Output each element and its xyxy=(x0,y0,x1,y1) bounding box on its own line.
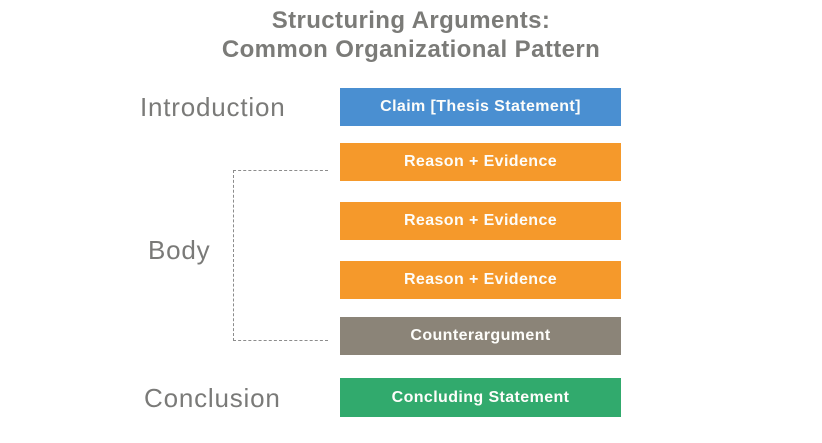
page-title-line2: Common Organizational Pattern xyxy=(221,36,601,63)
counterargument-bar: Counterargument xyxy=(340,317,621,355)
section-label-introduction: Introduction xyxy=(140,92,286,122)
reason-evidence-bar-1: Reason + Evidence xyxy=(340,143,621,181)
body-section-bracket xyxy=(233,170,328,341)
section-label-conclusion: Conclusion xyxy=(144,383,281,413)
claim-thesis-bar: Claim [Thesis Statement] xyxy=(340,88,621,126)
page-title-line1: Structuring Arguments: xyxy=(271,7,551,34)
reason-evidence-bar-2: Reason + Evidence xyxy=(340,202,621,240)
reason-evidence-bar-3: Reason + Evidence xyxy=(340,261,621,299)
concluding-statement-bar: Concluding Statement xyxy=(340,378,621,417)
section-label-body: Body xyxy=(148,235,211,265)
page-title: Structuring Arguments:Common Organizatio… xyxy=(0,6,822,64)
